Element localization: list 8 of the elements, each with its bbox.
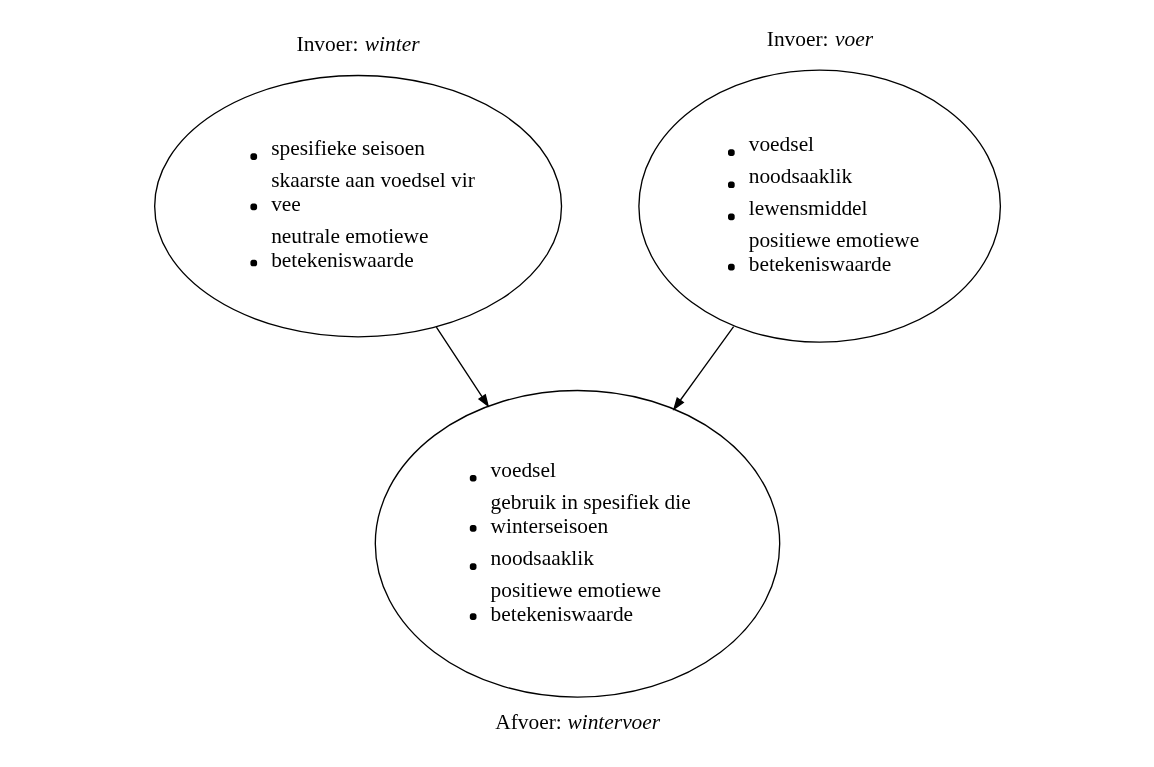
node-label: Afvoer: wintervoer [494,709,660,734]
node-ellipse: voedsel noodsaaklik lewensmiddel positiewe emotiewe betekeniswaarde [637,69,1001,343]
node-label: Invoer: winter [296,32,419,57]
node-ellipse: voedsel gebruik in spesifiek die winterseisoen noodsaaklik positiewe emotiewe betekeniswaarde [374,389,780,698]
node-ellipse: spesifieke seisoen skaarste aan voedsel vir vee neutrale emotiewe betekeniswaarde [153,74,562,338]
node-label: Invoer: voer [766,26,873,51]
arrow [672,325,734,411]
arrow [435,326,489,408]
